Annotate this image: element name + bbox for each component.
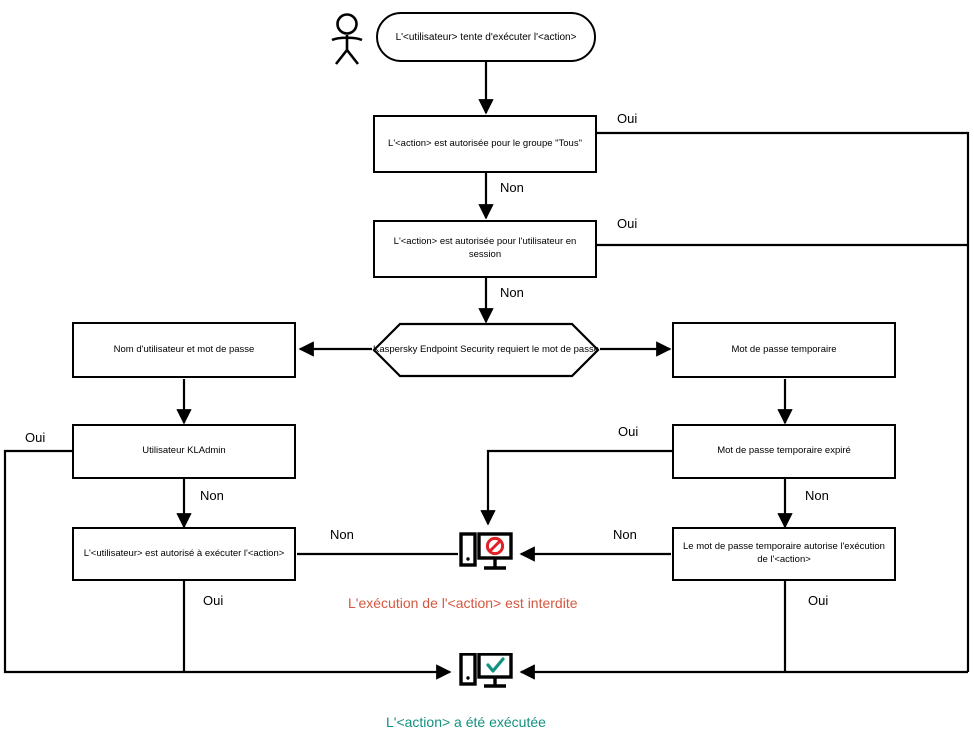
node-temp-password: Mot de passe temporaire: [672, 322, 896, 378]
computer-allowed-icon: [458, 652, 514, 693]
edge-label-group-all-yes: Oui: [617, 111, 638, 126]
decision-session-user-label: L'<action> est autorisée pour l'utilisat…: [393, 236, 577, 260]
decision-kladmin: Utilisateur KLAdmin: [72, 424, 296, 479]
computer-denied-icon: [458, 528, 514, 578]
decision-requires-password: Kaspersky Endpoint Security requiert le …: [372, 322, 600, 378]
decision-temp-password-expired-label: Mot de passe temporaire expiré: [717, 445, 851, 457]
decision-session-user: L'<action> est autorisée pour l'utilisat…: [373, 220, 597, 278]
edge-label-user-allowed-no: Non: [330, 527, 354, 542]
edge-label-group-all-no: Non: [500, 180, 524, 195]
user-actor-icon: [326, 12, 368, 66]
decision-requires-password-label: Kaspersky Endpoint Security requiert le …: [372, 343, 599, 355]
edge-label-temp-expired-yes: Oui: [618, 424, 639, 439]
decision-group-all: L'<action> est autorisée pour le groupe …: [373, 115, 597, 173]
start-node-label: L'<utilisateur> tente d'exécuter l'<acti…: [395, 31, 577, 43]
node-username-password-label: Nom d'utilisateur et mot de passe: [113, 343, 255, 355]
caption-denied: L'exécution de l'<action> est interdite: [348, 595, 578, 611]
node-username-password: Nom d'utilisateur et mot de passe: [72, 322, 296, 378]
hexagon-shape: [372, 322, 600, 378]
edge-label-kladmin-yes: Oui: [25, 430, 46, 445]
edge-label-session-user-no: Non: [500, 285, 524, 300]
decision-user-allowed-label: L'<utilisateur> est autorisé à exécuter …: [83, 547, 285, 559]
decision-kladmin-label: Utilisateur KLAdmin: [142, 445, 226, 457]
edge-label-kladmin-no: Non: [200, 488, 224, 503]
node-temp-password-label: Mot de passe temporaire: [731, 343, 837, 355]
edge-label-session-user-yes: Oui: [617, 216, 638, 231]
start-node: L'<utilisateur> tente d'exécuter l'<acti…: [376, 12, 596, 62]
edge-label-temp-authorizes-yes: Oui: [808, 593, 829, 608]
decision-temp-password-authorizes: Le mot de passe temporaire autorise l'ex…: [672, 527, 896, 581]
edge-label-user-allowed-yes: Oui: [203, 593, 224, 608]
decision-temp-password-expired: Mot de passe temporaire expiré: [672, 424, 896, 479]
caption-allowed: L'<action> a été exécutée: [386, 714, 546, 730]
edge-label-temp-authorizes-no: Non: [613, 527, 637, 542]
decision-user-allowed: L'<utilisateur> est autorisé à exécuter …: [72, 527, 296, 581]
edge-label-temp-expired-no: Non: [805, 488, 829, 503]
decision-temp-password-authorizes-label: Le mot de passe temporaire autorise l'ex…: [683, 541, 885, 565]
decision-group-all-label: L'<action> est autorisée pour le groupe …: [388, 137, 582, 149]
